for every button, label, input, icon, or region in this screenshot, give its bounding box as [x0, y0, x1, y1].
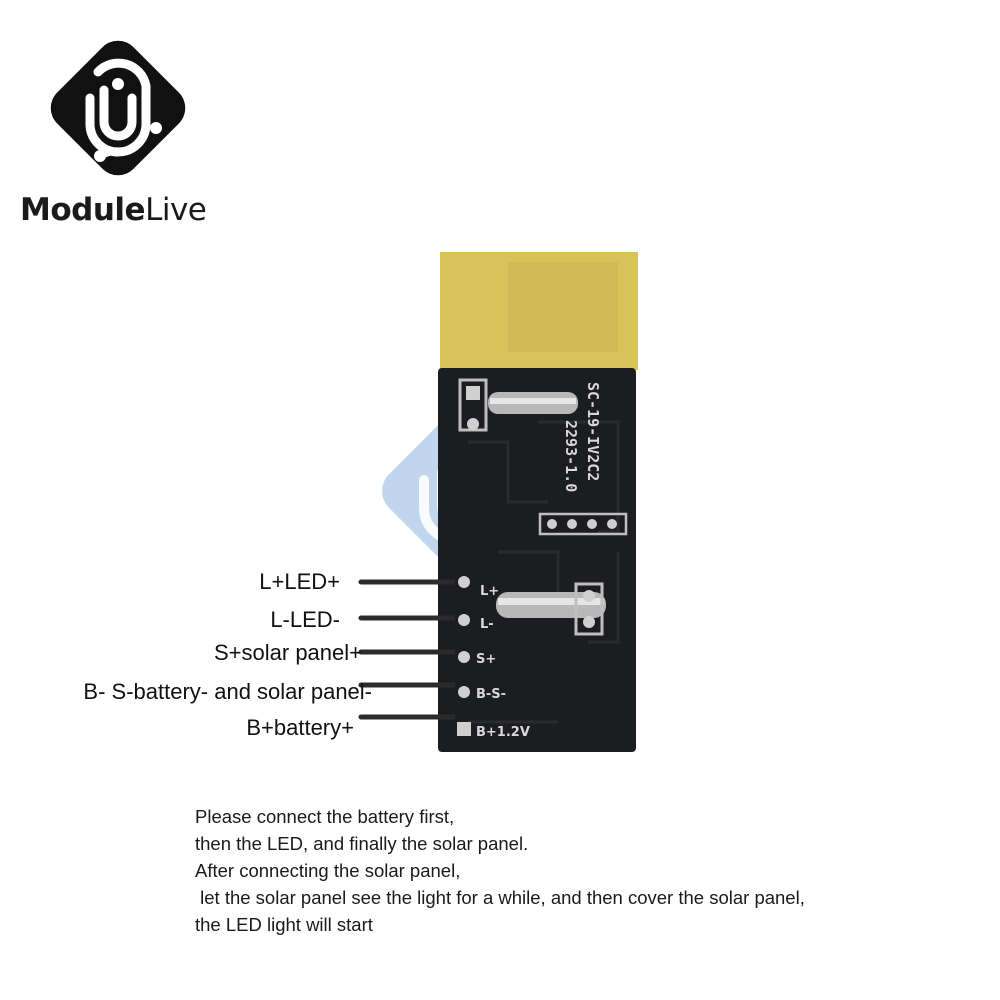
pin-label-battery-minus: B- S-battery- and solar panel-: [83, 679, 372, 704]
brand-name-light: Live: [145, 192, 207, 228]
pad-label-l-plus: L+: [480, 584, 499, 599]
brand-name-bold: Module: [20, 192, 146, 228]
header-pins: [358, 579, 455, 720]
pad-label-b-plus: B+1.2V: [476, 725, 530, 740]
brand-wordmark: ModuleLive: [20, 192, 207, 228]
brand-logo: ModuleLive: [20, 28, 207, 228]
pin-label-led-plus: L+LED+: [259, 569, 340, 594]
pin-label-led-minus: L-LED-: [270, 607, 340, 632]
pin-label-battery-plus: B+battery+: [246, 715, 354, 740]
pcb-board: SC-19-IV2C2 2293-1.0 L+ L- S+ B-S- B+1.2…: [438, 252, 638, 752]
silkscreen-date: 2293-1.0: [562, 420, 580, 492]
instruction-line: then the LED, and finally the solar pane…: [195, 833, 529, 854]
pad-label-s-plus: S+: [476, 652, 496, 667]
instruction-line: After connecting the solar panel,: [195, 860, 461, 881]
pad-label-b-minus: B-S-: [476, 687, 506, 702]
instruction-line: Please connect the battery first,: [195, 806, 455, 827]
pad-label-l-minus: L-: [480, 617, 494, 632]
instruction-line: the LED light will start: [195, 914, 373, 935]
instruction-line: let the solar panel see the light for a …: [195, 887, 805, 908]
brand-badge-icon: [50, 40, 186, 176]
pin-label-solar-plus: S+solar panel+: [214, 640, 362, 665]
instructions-text: Please connect the battery first, then t…: [195, 803, 975, 938]
silkscreen-model: SC-19-IV2C2: [584, 382, 602, 481]
